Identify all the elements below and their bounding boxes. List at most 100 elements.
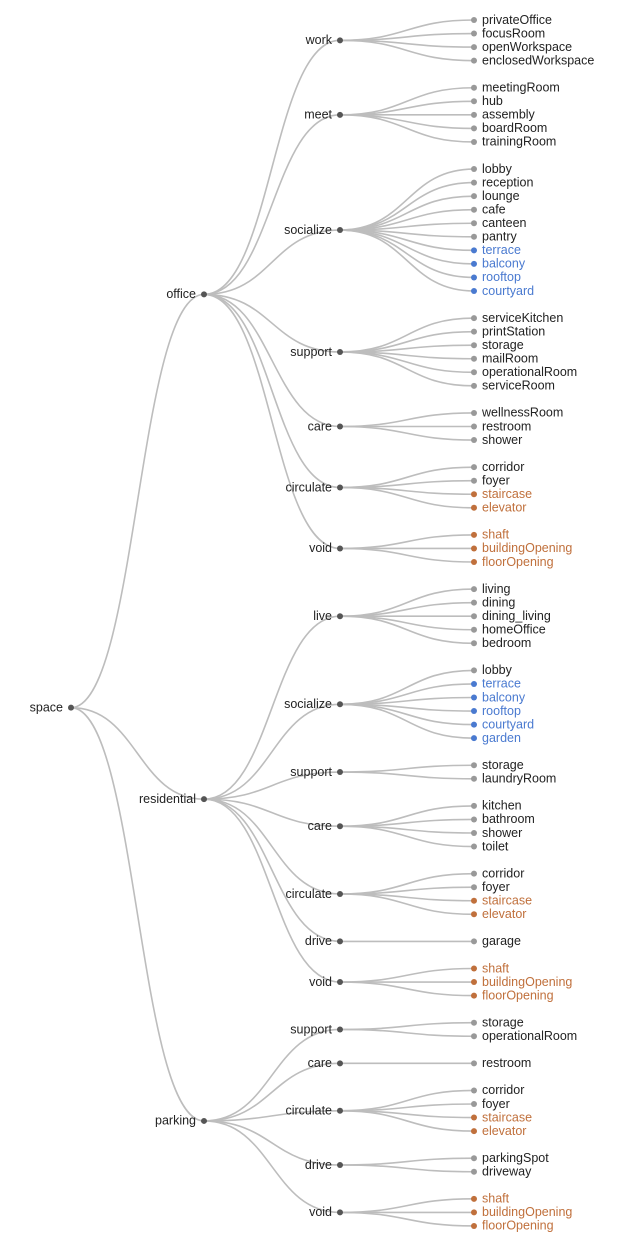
tree-node-space-office-circulate-corridor[interactable]: corridor [471, 460, 524, 474]
tree-node-space-residential-socialize-lobby[interactable]: lobby [471, 663, 513, 677]
tree-node-space-parking-circulate[interactable]: circulate [285, 1104, 343, 1118]
node-dot[interactable] [471, 911, 477, 918]
node-dot[interactable] [471, 545, 477, 552]
node-dot[interactable] [471, 613, 477, 620]
tree-node-space-parking-support[interactable]: support [290, 1022, 343, 1036]
tree-node-space-residential-circulate-staircase[interactable]: staircase [471, 894, 532, 908]
node-dot[interactable] [471, 640, 477, 647]
node-dot[interactable] [471, 30, 477, 37]
node-dot[interactable] [337, 348, 343, 355]
tree-node-space-office-circulate-elevator[interactable]: elevator [471, 501, 526, 515]
tree-node-space-parking-circulate-elevator[interactable]: elevator [471, 1124, 526, 1138]
tree-node-space-residential-live-home-office[interactable]: homeOffice [471, 623, 546, 637]
node-dot[interactable] [471, 409, 477, 416]
node-dot[interactable] [471, 708, 477, 715]
tree-node-space-office-socialize-lounge[interactable]: lounge [471, 189, 520, 203]
node-dot[interactable] [471, 17, 477, 23]
tree-node-space-parking-care[interactable]: care [308, 1056, 343, 1070]
tree-node-space-residential-support-laundry-room[interactable]: laundryRoom [471, 772, 556, 786]
node-dot[interactable] [471, 802, 477, 809]
node-dot[interactable] [471, 84, 477, 91]
tree-node-space-office-socialize[interactable]: socialize [284, 223, 343, 237]
node-dot[interactable] [471, 179, 477, 186]
node-dot[interactable] [471, 464, 477, 471]
tree-node-space-parking-drive-parking-spot[interactable]: parkingSpot [471, 1151, 549, 1165]
tree-node-space-residential-socialize-rooftop[interactable]: rooftop [471, 704, 521, 718]
node-dot[interactable] [471, 315, 477, 322]
tree-node-space-office-support[interactable]: support [290, 345, 343, 359]
tree-node-space-residential-live-bedroom[interactable]: bedroom [471, 636, 531, 650]
node-dot[interactable] [471, 992, 477, 999]
tree-node-space[interactable]: space [30, 700, 74, 714]
node-dot[interactable] [471, 220, 477, 227]
node-dot[interactable] [471, 504, 477, 511]
node-dot[interactable] [471, 1101, 477, 1107]
node-dot[interactable] [68, 704, 74, 711]
tree-node-space-parking-support-storage[interactable]: storage [471, 1015, 524, 1029]
tree-node-space-residential-circulate-elevator[interactable]: elevator [471, 907, 526, 921]
tree-node-space-office-socialize-balcony[interactable]: balcony [471, 257, 526, 271]
tree-node-space-office-meet[interactable]: meet [304, 108, 343, 122]
tree-node-space-office-care-restroom[interactable]: restroom [471, 419, 531, 433]
node-dot[interactable] [471, 1114, 477, 1121]
tree-node-space-office-support-operational-room[interactable]: operationalRoom [471, 365, 577, 379]
tree-node-space-office-support-service-room[interactable]: serviceRoom [471, 379, 555, 393]
node-dot[interactable] [201, 1117, 207, 1124]
tree-node-space-office-meet-board-room[interactable]: boardRoom [471, 121, 547, 135]
node-dot[interactable] [337, 701, 343, 708]
tree-node-space-office-care-shower[interactable]: shower [471, 433, 522, 447]
tree-node-space-residential-support-storage[interactable]: storage [471, 758, 524, 772]
tree-node-space-residential-socialize-balcony[interactable]: balcony [471, 690, 526, 704]
node-dot[interactable] [471, 233, 477, 240]
node-dot[interactable] [471, 477, 477, 484]
node-dot[interactable] [471, 965, 477, 972]
tree-node-space-parking-circulate-corridor[interactable]: corridor [471, 1083, 524, 1097]
tree-node-space-residential[interactable]: residential [139, 792, 207, 806]
node-dot[interactable] [471, 626, 477, 633]
tree-node-space-residential-socialize-terrace[interactable]: terrace [471, 677, 521, 691]
node-dot[interactable] [471, 1019, 477, 1026]
node-dot[interactable] [471, 1128, 477, 1135]
node-dot[interactable] [471, 342, 477, 349]
node-dot[interactable] [471, 1195, 477, 1202]
node-dot[interactable] [471, 125, 477, 132]
tree-node-space-residential-support[interactable]: support [290, 765, 343, 779]
tree-node-space-residential-drive-garage[interactable]: garage [471, 934, 521, 948]
tree-node-space-parking-care-restroom[interactable]: restroom [471, 1056, 531, 1070]
node-dot[interactable] [337, 890, 343, 897]
tree-node-space-office-support-print-station[interactable]: printStation [471, 324, 545, 338]
node-dot[interactable] [471, 843, 477, 850]
node-dot[interactable] [471, 247, 477, 254]
node-dot[interactable] [471, 382, 477, 389]
tree-node-space-office-void-shaft[interactable]: shaft [471, 528, 510, 542]
tree-node-space-office-socialize-reception[interactable]: reception [471, 175, 533, 189]
node-dot[interactable] [471, 531, 477, 538]
node-dot[interactable] [471, 57, 477, 64]
node-dot[interactable] [471, 667, 477, 674]
tree-node-space-office-meet-hub[interactable]: hub [471, 94, 503, 108]
node-dot[interactable] [471, 762, 477, 769]
tree-node-space-office-socialize-pantry[interactable]: pantry [471, 230, 517, 244]
node-dot[interactable] [471, 166, 477, 173]
tree-node-space-office-work[interactable]: work [305, 33, 343, 47]
tree-node-space-office-circulate-staircase[interactable]: staircase [471, 487, 532, 501]
node-dot[interactable] [471, 1033, 477, 1040]
node-dot[interactable] [471, 559, 477, 565]
node-dot[interactable] [471, 328, 477, 335]
tree-node-space-office-support-service-kitchen[interactable]: serviceKitchen [471, 311, 563, 325]
node-dot[interactable] [471, 979, 477, 986]
node-dot[interactable] [337, 938, 343, 945]
tree-node-space-residential-live-dining[interactable]: dining [471, 595, 515, 609]
node-dot[interactable] [337, 111, 343, 118]
tree-node-space-residential-care-toilet[interactable]: toilet [471, 839, 509, 853]
tree-node-space-office-socialize-cafe[interactable]: cafe [471, 202, 506, 216]
tree-node-space-office-work-focus-room[interactable]: focusRoom [471, 26, 545, 40]
node-dot[interactable] [471, 260, 477, 267]
tree-node-space-parking-circulate-staircase[interactable]: staircase [471, 1110, 532, 1124]
node-dot[interactable] [471, 274, 477, 281]
node-dot[interactable] [471, 735, 477, 742]
tree-node-space-parking-circulate-foyer[interactable]: foyer [471, 1097, 510, 1111]
tree-node-space-office-circulate[interactable]: circulate [285, 480, 343, 494]
tree-node-space-residential-live-dining-living[interactable]: dining_living [471, 609, 551, 623]
node-dot[interactable] [337, 227, 343, 234]
